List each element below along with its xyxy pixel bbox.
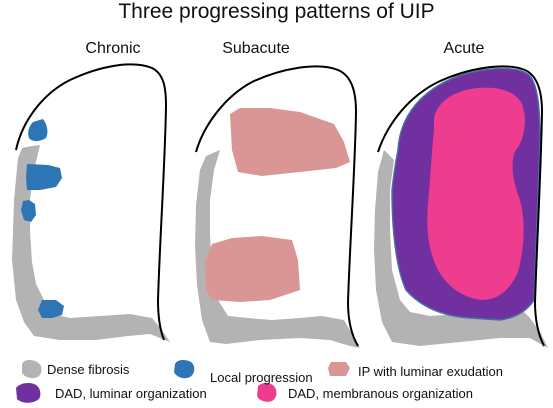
lung-chronic <box>12 63 170 342</box>
lung-outline-subacute <box>195 65 359 347</box>
fibrosis-region-subacute <box>195 150 360 348</box>
local-progression-1 <box>28 119 48 141</box>
legend-swatches <box>16 359 350 403</box>
legend-label-local-progression: Local progression <box>210 370 313 385</box>
exudation-region-upper <box>230 108 350 176</box>
legend-label-dad-membranous: DAD, membranous organization <box>288 386 473 401</box>
figure-title: Three progressing patterns of UIP <box>118 0 435 23</box>
local-progression-4 <box>38 300 64 318</box>
local-progression-3 <box>21 200 36 222</box>
legend-label-exudation: IP with luminar exudation <box>358 364 504 379</box>
lung-acute <box>374 65 548 348</box>
legend-swatch-dad-luminar <box>16 383 41 403</box>
panel-label-acute: Acute <box>443 40 485 57</box>
legend-label-dad-luminar: DAD, luminar organization <box>55 386 207 401</box>
fibrosis-region-acute <box>374 150 548 348</box>
panel-label-chronic: Chronic <box>85 40 141 57</box>
panel-label-subacute: Subacute <box>222 40 290 57</box>
lung-outline-chronic <box>15 63 168 341</box>
lung-outline-acute <box>377 65 545 347</box>
legend-swatch-exudation <box>328 362 350 376</box>
legend-swatch-fibrosis <box>22 359 42 379</box>
legend-swatch-local-progression <box>174 359 195 379</box>
lung-subacute <box>195 65 360 348</box>
dad-membranous-region <box>427 87 525 300</box>
local-progression-2 <box>26 164 62 190</box>
exudation-region-lower <box>205 236 300 302</box>
legend-swatch-dad-membranous <box>257 383 277 402</box>
legend-label-fibrosis: Dense fibrosis <box>47 362 130 377</box>
